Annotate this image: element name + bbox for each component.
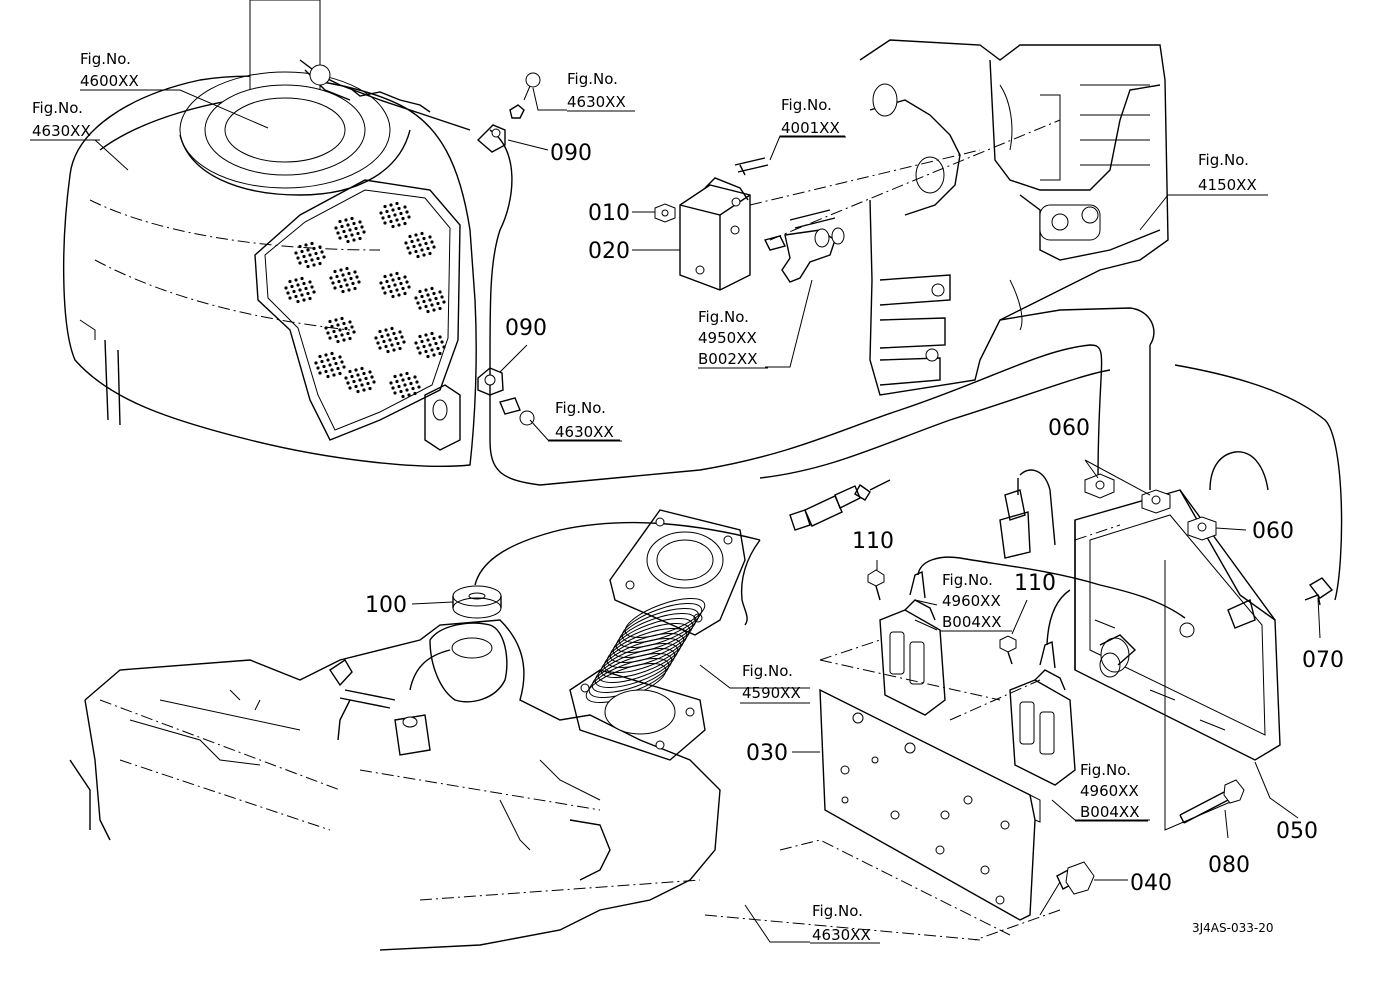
part-label-020: 020 [588,239,630,264]
flex-pipe-assembly [569,509,746,761]
part-label-070: 070 [1302,648,1344,673]
clamp-090-lower [477,367,535,426]
svg-text:4960XX: 4960XX [1080,782,1139,800]
svg-text:B002XX: B002XX [698,350,757,368]
part-label-110-b: 110 [1014,571,1056,596]
figure-reference-labels: Fig.No. 4600XX Fig.No. 4630XX Fig.No. 46… [32,50,1257,944]
fig-ref-4630-bottom: Fig.No. 4630XX [812,902,871,944]
part-label-090-b: 090 [505,316,547,341]
fig-ref-4590: Fig.No. 4590XX [742,662,801,702]
part-label-090-a: 090 [550,141,592,166]
fig-ref-4600: Fig.No. 4600XX [80,50,139,90]
part-label-110-a: 110 [852,529,894,554]
svg-text:4630XX: 4630XX [32,122,91,140]
alignment-lines [704,119,1121,941]
mounting-plate-030 [819,688,1041,921]
svg-text:4600XX: 4600XX [80,72,139,90]
fig-ref-4960-lower: Fig.No. 4960XX B004XX [1080,761,1139,821]
svg-text:4960XX: 4960XX [942,592,1001,610]
nut-060-c [1187,516,1217,541]
part-label-100: 100 [365,593,407,618]
fig-ref-4630-mid: Fig.No. 4630XX [555,399,614,441]
bolt-040 [1039,861,1095,916]
svg-text:Fig.No.: Fig.No. [1080,761,1131,779]
part-number-labels: 010 020 030 040 050 060 060 060 070 080 … [365,141,1344,896]
fig-ref-4001: Fig.No. 4001XX [781,96,840,137]
svg-text:4150XX: 4150XX [1198,176,1257,194]
bolt-080 [1179,779,1245,824]
fig-ref-4960-upper: Fig.No. 4960XX B004XX [942,571,1001,631]
part-label-050: 050 [1276,819,1318,844]
control-box-010 [654,157,845,291]
sensor-harness-cable [474,129,1343,626]
svg-text:Fig.No.: Fig.No. [567,70,618,88]
svg-text:Fig.No.: Fig.No. [555,399,606,417]
fig-ref-4150: Fig.No. 4150XX [1198,151,1257,194]
bolt-110-upper [867,569,885,601]
svg-text:Fig.No.: Fig.No. [742,662,793,680]
svg-text:4001XX: 4001XX [781,119,840,137]
figure-ref-underlines [30,89,1268,944]
bolt-110-lower [999,635,1017,665]
part-label-040: 040 [1130,871,1172,896]
part-label-030: 030 [746,741,788,766]
bracket-050 [1074,489,1281,831]
svg-text:B004XX: B004XX [942,613,1001,631]
svg-text:4630XX: 4630XX [567,93,626,111]
svg-text:4630XX: 4630XX [812,926,871,944]
clip-070 [1304,577,1334,606]
lower-exhaust-housing [69,619,721,951]
svg-text:4630XX: 4630XX [555,423,614,441]
muffler-housing-drawing [62,0,477,467]
clamp-090-upper [476,72,541,153]
grommet-100 [452,585,502,619]
engine-block-drawing [859,39,1169,396]
fig-ref-4630-top: Fig.No. 4630XX [567,70,626,111]
drawing-code: 3J4AS-033-20 [1192,921,1273,935]
svg-text:Fig.No.: Fig.No. [32,99,83,117]
svg-text:Fig.No.: Fig.No. [781,96,832,114]
svg-text:Fig.No.: Fig.No. [1198,151,1249,169]
svg-text:Fig.No.: Fig.No. [698,308,749,326]
part-label-060-c: 060 [1252,519,1294,544]
fig-ref-4950: Fig.No. 4950XX B002XX [698,308,757,368]
svg-text:B004XX: B004XX [1080,803,1139,821]
nox-sensor-module-lower [1009,589,1076,786]
svg-text:4590XX: 4590XX [742,684,801,702]
part-label-060-a: 060 [1048,416,1090,441]
part-label-080: 080 [1208,853,1250,878]
nox-sensor-module-upper [879,556,1186,716]
nut-060-b [1141,489,1171,514]
svg-text:4950XX: 4950XX [698,329,757,347]
leader-lines [30,87,1321,943]
nut-060-a [1084,473,1115,499]
svg-text:Fig.No.: Fig.No. [942,571,993,589]
heat-shield-perforations [284,201,446,399]
svg-text:Fig.No.: Fig.No. [80,50,131,68]
svg-text:Fig.No.: Fig.No. [812,902,863,920]
fig-ref-4630-left: Fig.No. 4630XX [32,99,91,140]
part-label-010: 010 [588,201,630,226]
